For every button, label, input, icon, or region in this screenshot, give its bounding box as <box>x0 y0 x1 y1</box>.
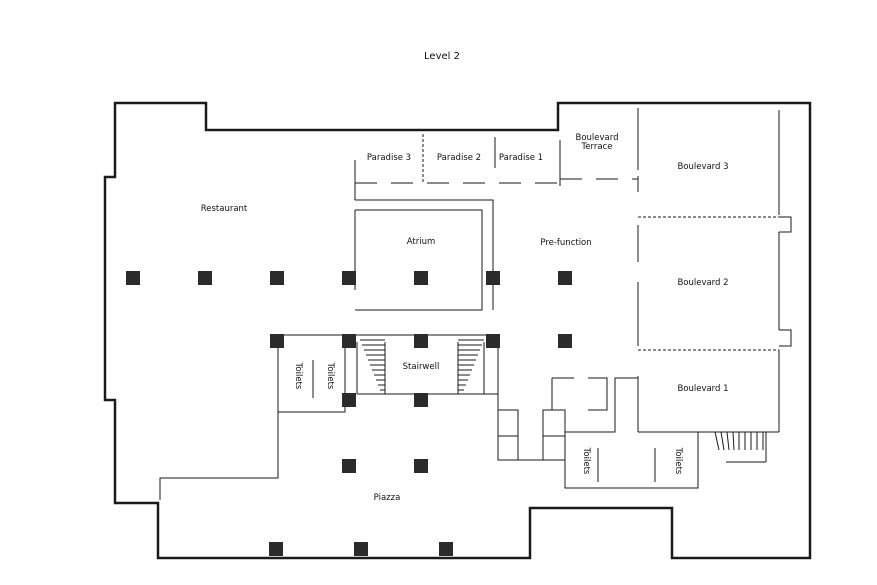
label-atrium: Atrium <box>407 237 436 247</box>
label-toilets-west-a: Toilets <box>293 362 303 390</box>
atrium-walls <box>354 199 494 311</box>
label-boulevard-terrace-line1: Boulevard <box>576 133 619 143</box>
label-toilets-west-b: Toilets <box>325 362 335 390</box>
label-boulevard-2: Boulevard 2 <box>677 278 728 288</box>
outer-wall <box>103 101 812 560</box>
label-restaurant: Restaurant <box>201 204 248 214</box>
label-boulevard-3: Boulevard 3 <box>677 162 728 172</box>
label-pre-function: Pre-function <box>540 238 591 248</box>
label-paradise-1: Paradise 1 <box>499 153 543 163</box>
label-piazza: Piazza <box>374 493 401 503</box>
label-boulevard-terrace-line2: Terrace <box>581 142 613 152</box>
label-boulevard-1: Boulevard 1 <box>677 384 728 394</box>
structural-columns <box>126 271 572 556</box>
west-toilets-walls <box>159 335 346 500</box>
label-paradise-3: Paradise 3 <box>367 153 411 163</box>
label-stairwell: Stairwell <box>403 362 440 372</box>
label-paradise-2: Paradise 2 <box>437 153 481 163</box>
label-toilets-east-a: Toilets <box>581 447 591 475</box>
label-toilets-east-b: Toilets <box>673 447 683 475</box>
paradise-partitions <box>354 134 638 200</box>
east-service-walls <box>498 377 767 489</box>
east-partition <box>637 108 792 433</box>
stairwell-block <box>278 334 565 461</box>
plan-title: Level 2 <box>424 51 460 62</box>
